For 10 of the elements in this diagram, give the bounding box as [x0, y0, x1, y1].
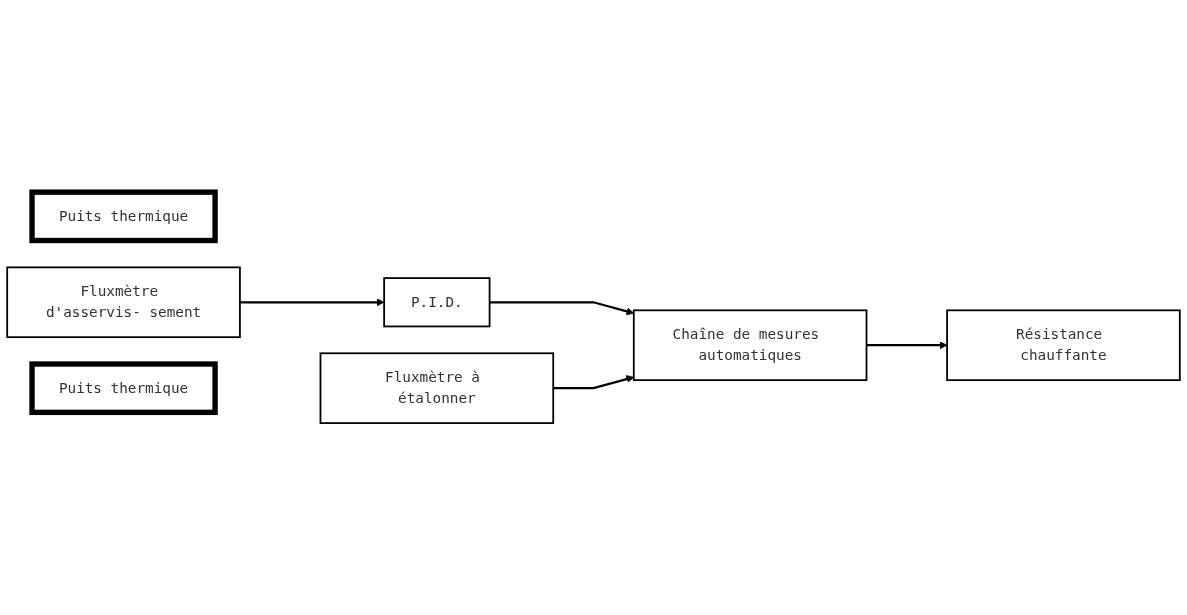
node-box: Résistance chauffante: [946, 309, 1181, 381]
node-box: Fluxmètre à étalonner: [319, 352, 555, 424]
node-box: Puits thermique: [29, 189, 218, 244]
arrow: [866, 341, 948, 350]
arrow: [553, 375, 635, 390]
arrow: [239, 298, 385, 307]
node-box: Puits thermique: [29, 361, 218, 415]
node-box: P.I.D.: [383, 277, 491, 328]
node-box: Chaîne de mesures automatiques: [632, 309, 868, 381]
node-box: Fluxmètre d'asservis- sement: [6, 266, 241, 338]
